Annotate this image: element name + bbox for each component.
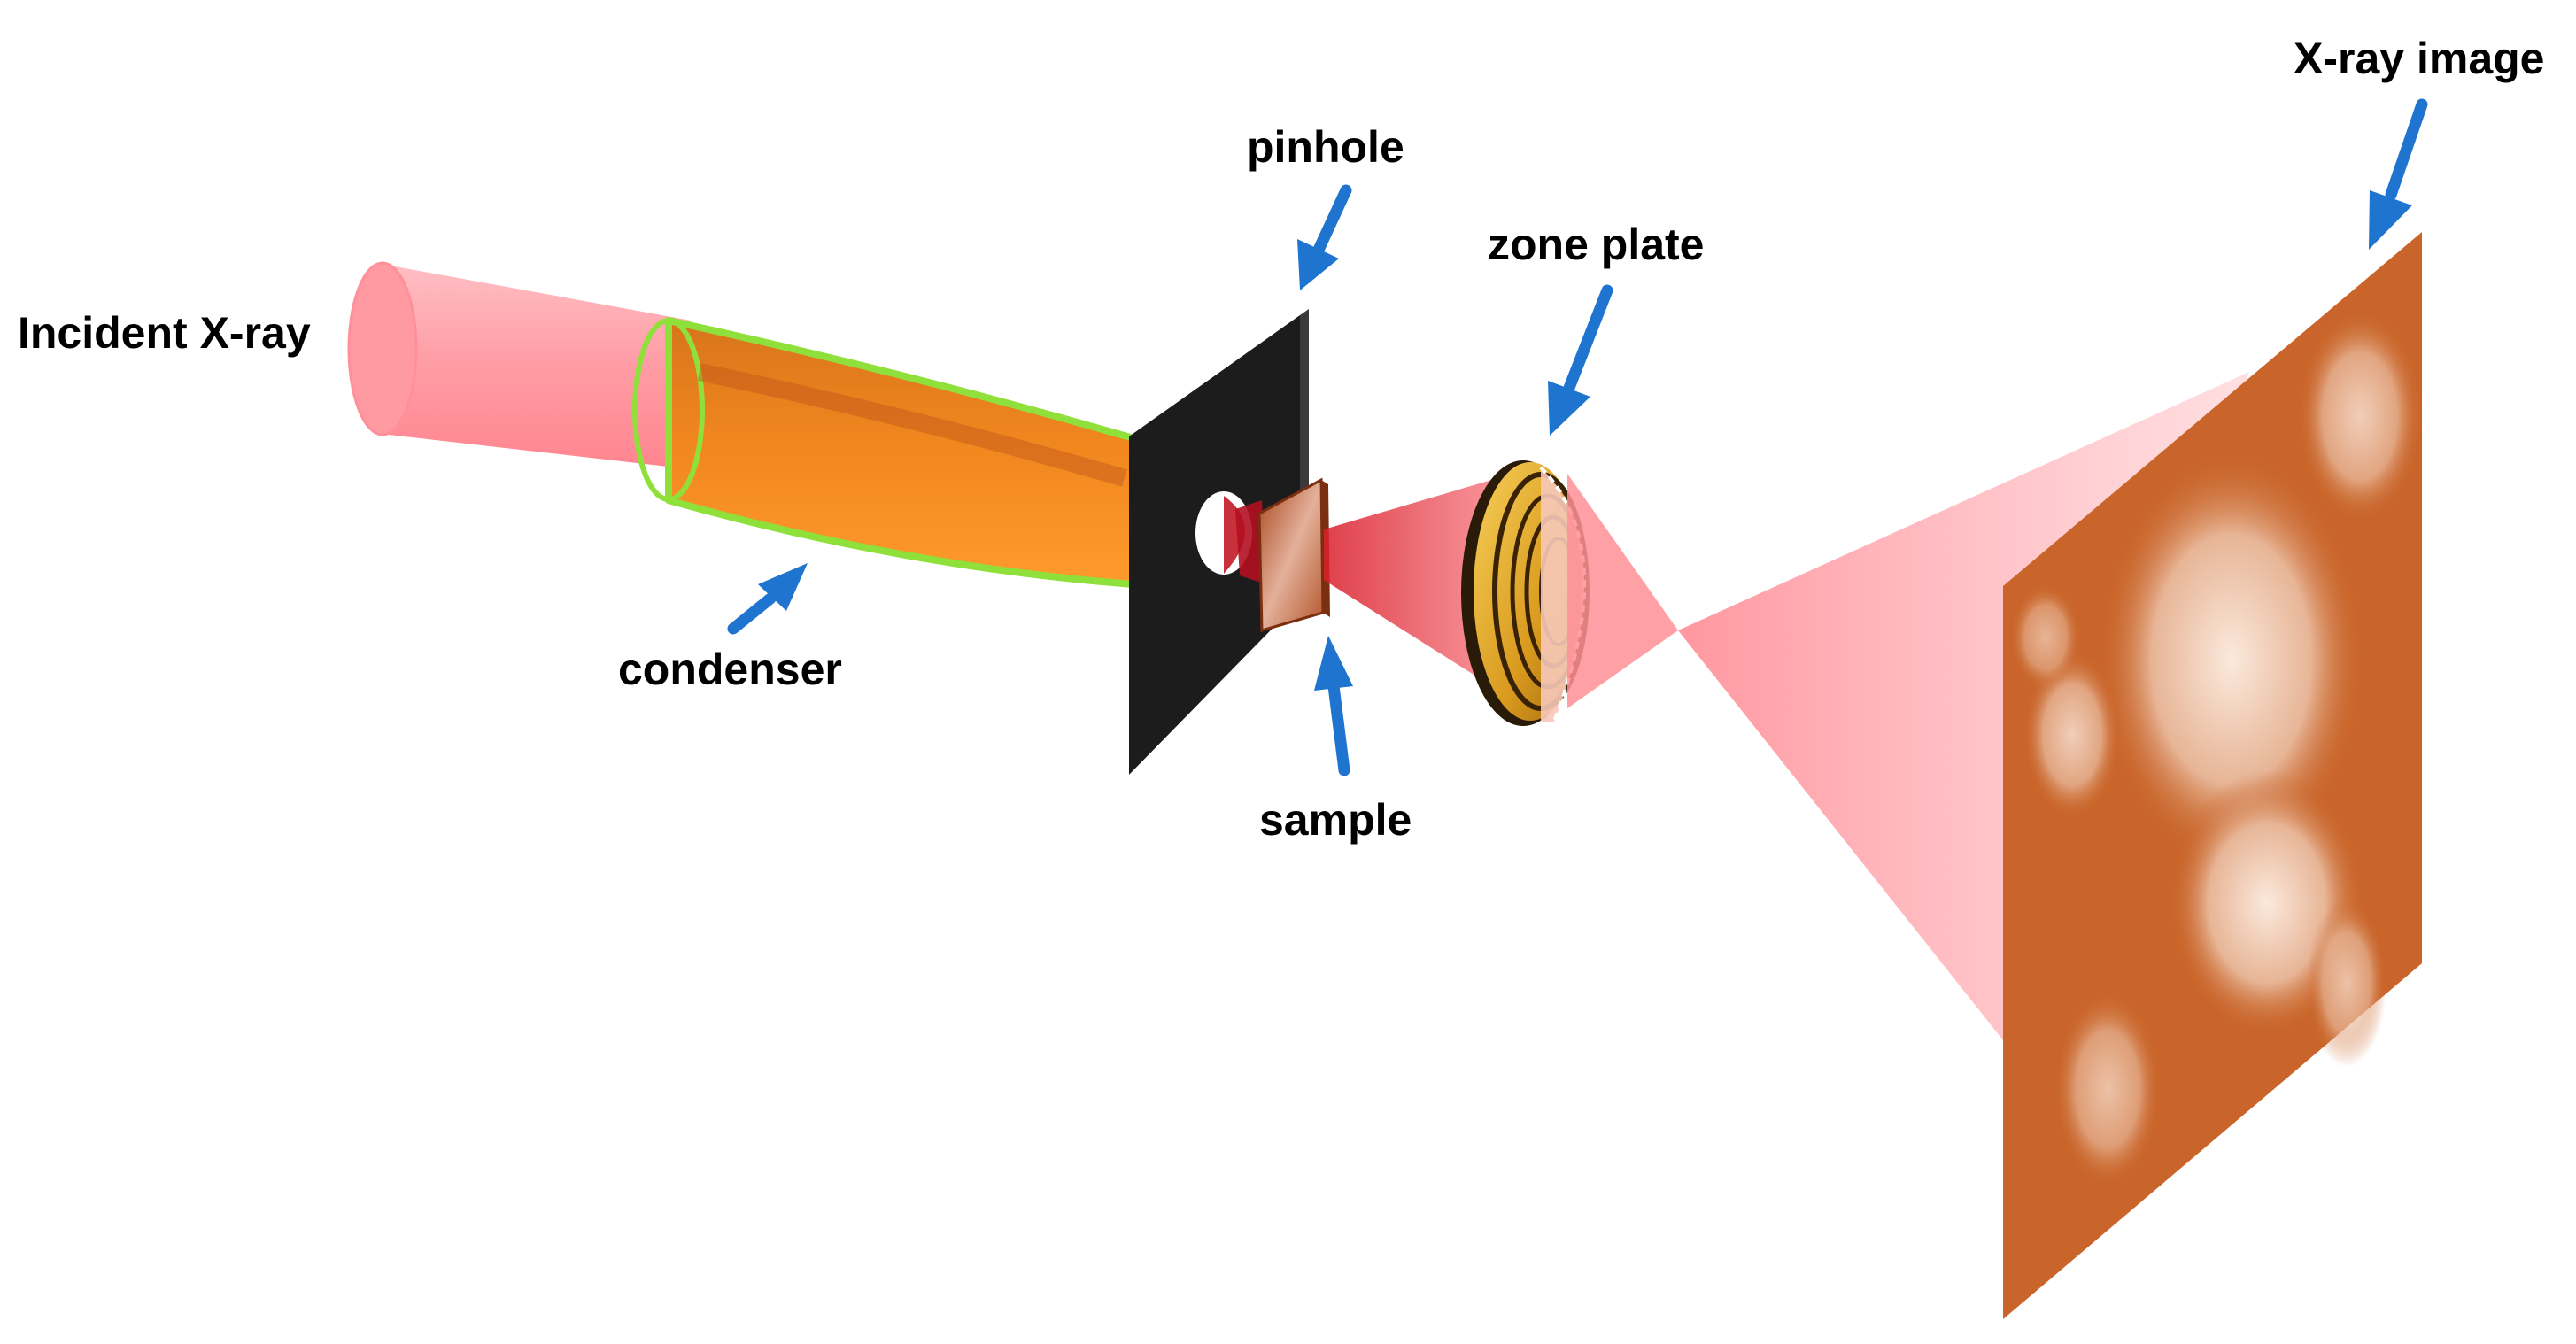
pinhole-arrow: [1297, 184, 1352, 290]
label-sample: sample: [1259, 795, 1412, 845]
sample-arrow: [1314, 636, 1353, 776]
zone-plate-arrow: [1548, 284, 1613, 436]
label-pinhole: pinhole: [1247, 122, 1404, 172]
label-incident-xray: Incident X-ray: [18, 308, 311, 358]
condenser-arrow: [727, 563, 808, 635]
label-zone-plate: zone plate: [1488, 220, 1704, 269]
incident-beam: [347, 261, 691, 469]
zoneplate-to-focus-cone: [1567, 474, 1678, 708]
label-xray-image: X-ray image: [2294, 34, 2544, 83]
label-condenser: condenser: [618, 645, 842, 694]
xray-image-arrow: [2369, 98, 2428, 250]
xray-image-plane: [2003, 232, 2422, 1319]
condenser-element: [632, 317, 1137, 588]
